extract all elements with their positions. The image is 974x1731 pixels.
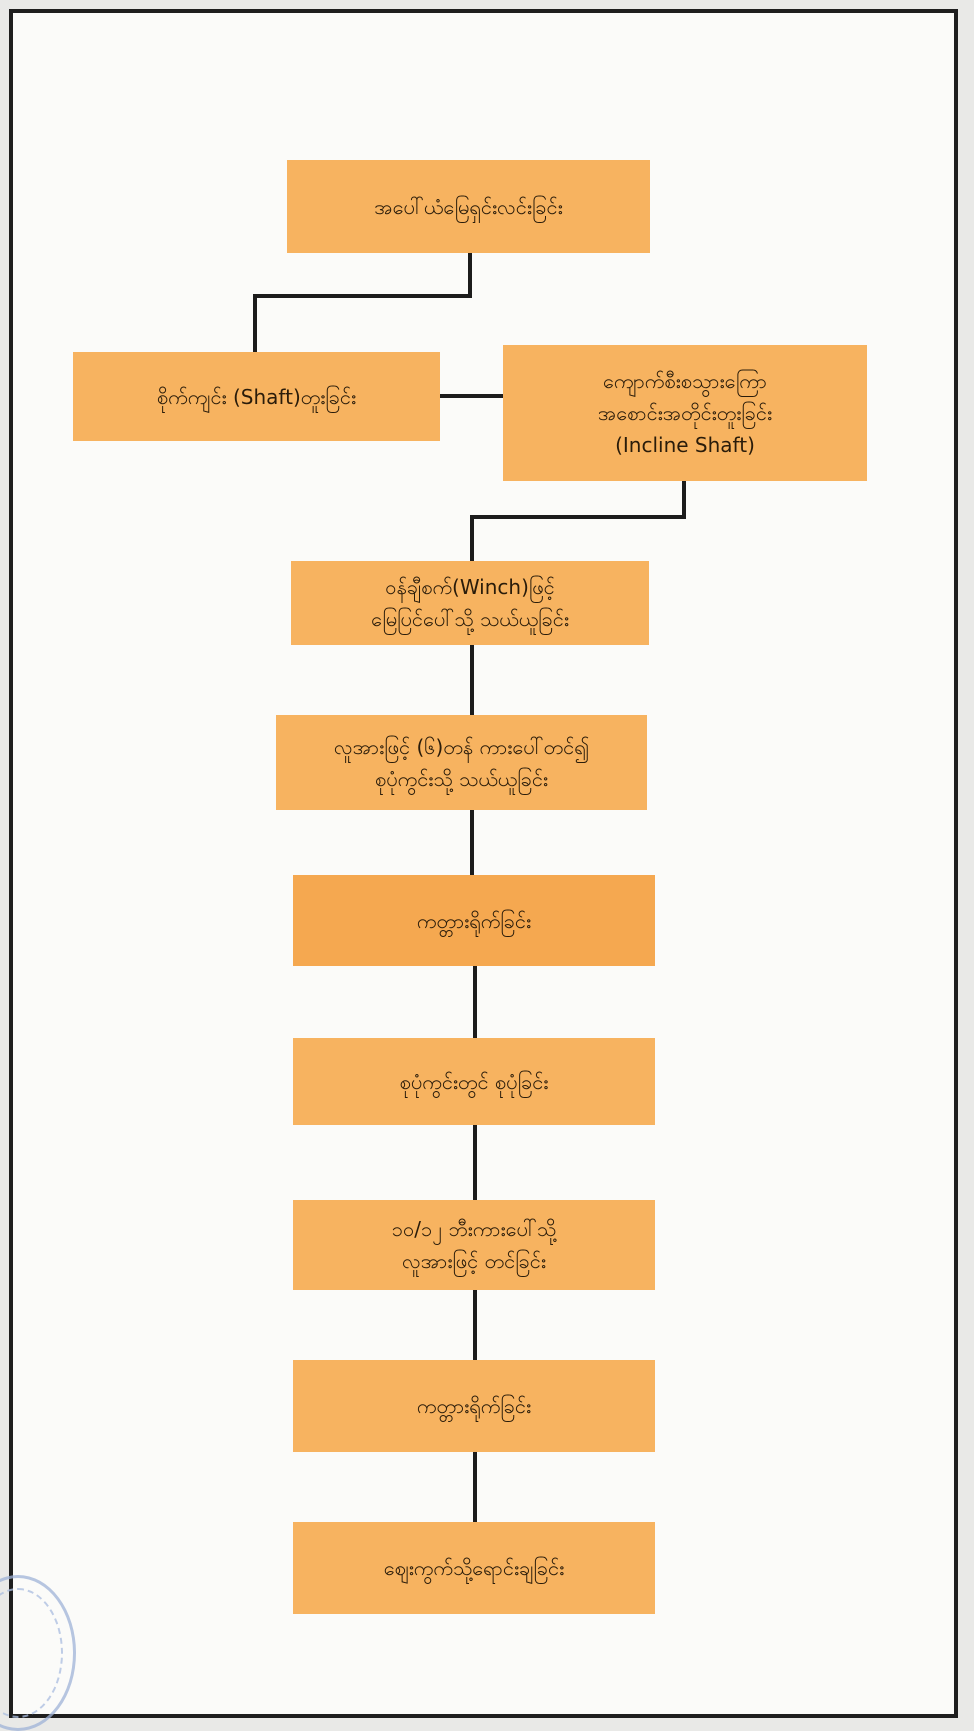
step-crushing-1: ကတ္တားရိုက်ခြင်း [293,875,655,966]
step-label: ကတ္တားရိုက်ခြင်း [416,1394,532,1418]
step-label: စိုက်ကျင်း (Shaft)တူးခြင်း [156,384,357,409]
step-manual-load-truck: လူအားဖြင့် (၆)တန် ကားပေါ်တင်၍ စုပုံကွင်း… [276,715,647,810]
step-stockpile: စုပုံကွင်းတွင် စုပုံခြင်း [293,1038,655,1125]
step-label: အပေါ်ယံမြေရှင်းလင်းခြင်း [374,194,563,219]
step-label: ကျောက်စီးစသွားကြော အစောင်းအတိုင်းတူးခြင်… [597,369,773,457]
step-winch-haul: ဝန်ချီစက်(Winch)ဖြင့် မြေပြင်ပေါ်သို့ သယ… [291,561,649,645]
step-clear-overburden: အပေါ်ယံမြေရှင်းလင်းခြင်း [287,160,650,253]
step-label: ကတ္တားရိုက်ခြင်း [416,908,532,933]
step-incline-shaft: ကျောက်စီးစသွားကြော အစောင်းအတိုင်းတူးခြင်… [503,345,867,481]
connector-n3-n4 [470,479,686,563]
step-crushing-2: ကတ္တားရိုက်ခြင်း [293,1360,655,1452]
step-label: ဈေးကွက်သို့ရောင်းချခြင်း [383,1556,565,1580]
step-dig-shaft: စိုက်ကျင်း (Shaft)တူးခြင်း [73,352,440,441]
step-label: ၁၀/၁၂ ဘီးကားပေါ်သို့ လူအားဖြင့် တင်ခြင်း [391,1217,557,1273]
step-load-wheeler: ၁၀/၁၂ ဘီးကားပေါ်သို့ လူအားဖြင့် တင်ခြင်း [293,1200,655,1290]
step-label: လူအားဖြင့် (၆)တန် ကားပေါ်တင်၍ စုပုံကွင်း… [333,734,590,791]
connector-n1-n2 [253,251,472,354]
step-sell-to-market: ဈေးကွက်သို့ရောင်းချခြင်း [293,1522,655,1614]
step-label: ဝန်ချီစက်(Winch)ဖြင့် မြေပြင်ပေါ်သို့ သယ… [371,575,569,631]
step-label: စုပုံကွင်းတွင် စုပုံခြင်း [399,1069,549,1094]
